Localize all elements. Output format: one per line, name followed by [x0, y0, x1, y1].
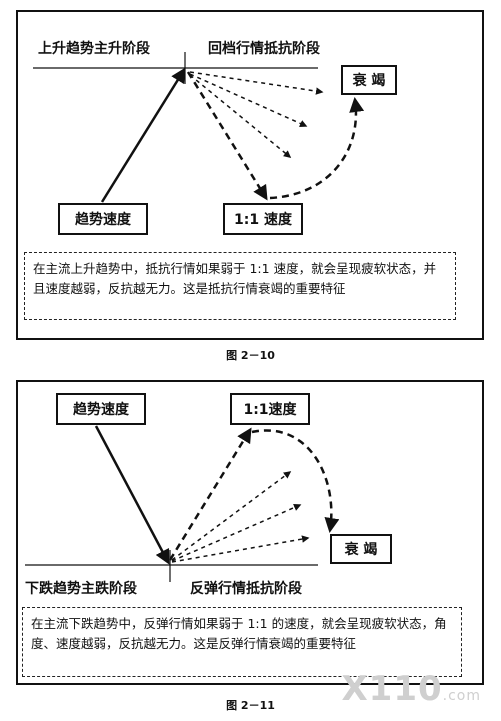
- site-watermark-logo: X110.com: [341, 669, 481, 709]
- fig1-trend-speed-arrow: [100, 67, 186, 203]
- downtrend-main-stage-label: 下跌趋势主跌阶段: [25, 581, 137, 597]
- fig1-weak-arrow-1: [189, 71, 324, 95]
- uptrend-note: 在主流上升趋势中，抵抗行情如果弱于 1:1 速度，就会呈现疲软状态，并且速度越弱…: [24, 252, 456, 320]
- fig1-lines: [33, 52, 365, 203]
- ratio-speed-box-2: 1:1速度: [230, 393, 310, 425]
- rebound-resistance-stage-label: 反弹行情抵抗阶段: [190, 581, 302, 597]
- figure-2-11-caption: 图 2－11: [226, 699, 275, 712]
- fig1-weak-arrow-2: [189, 73, 308, 127]
- fig2-weak-arrow-1: [171, 471, 292, 561]
- fig1-weak-arrow-3: [189, 74, 292, 158]
- fig2-weak-arrow-2: [171, 503, 302, 562]
- fig2-lines: [25, 425, 340, 582]
- pullback-resistance-stage-label: 回档行情抵抗阶段: [208, 41, 320, 57]
- figure-2-10-caption: 图 2－10: [226, 349, 275, 362]
- fig1-exhaustion-curve: [269, 97, 365, 200]
- fig2-trend-speed-arrow: [94, 425, 170, 565]
- downtrend-note: 在主流下跌趋势中，反弹行情如果弱于 1:1 的速度，就会呈现疲软状态，角度、速度…: [22, 607, 462, 677]
- uptrend-main-stage-label: 上升趋势主升阶段: [38, 41, 150, 57]
- exhaustion-box: 衰 竭: [341, 65, 397, 95]
- figure-2-10-panel: [16, 10, 484, 340]
- exhaustion-box-2: 衰 竭: [330, 534, 392, 564]
- fig2-exhaustion-curve: [251, 429, 340, 533]
- fig2-weak-arrow-3: [171, 535, 310, 563]
- trend-speed-box: 趋势速度: [58, 203, 148, 235]
- fig1-ratio-dashed-arrow: [186, 71, 268, 201]
- ratio-speed-box: 1:1 速度: [223, 203, 303, 235]
- trend-speed-box-2: 趋势速度: [56, 393, 146, 425]
- fig2-ratio-dashed-arrow: [168, 427, 252, 561]
